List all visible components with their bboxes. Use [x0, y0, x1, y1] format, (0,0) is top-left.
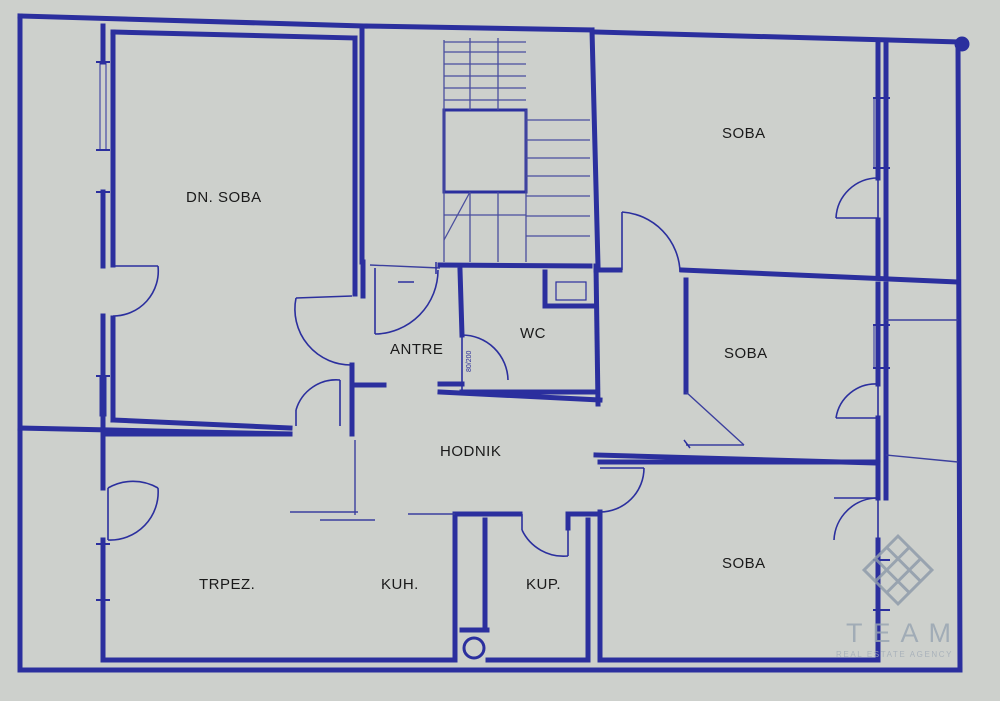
door-dn-soba — [112, 265, 160, 317]
staircase — [442, 38, 590, 262]
room-label-antre: ANTRE — [390, 341, 443, 358]
room-label-hodnik: HODNIK — [440, 443, 501, 460]
room-label-dn-soba: DN. SOBA — [186, 189, 262, 206]
chimney-icon — [462, 636, 486, 660]
room-labels: DN. SOBA SOBA SOBA SOBA ANTRE WC HODNIK … — [186, 125, 768, 593]
door-corridor — [621, 211, 681, 273]
door-dimension-note: 80/200 — [466, 350, 473, 372]
door-dn-soba-bottom — [295, 379, 341, 426]
room-label-trpez: TRPEZ. — [199, 576, 255, 593]
door-antre-left — [294, 295, 353, 366]
door-antre-entry — [374, 268, 439, 335]
door-soba-top — [835, 177, 879, 219]
room-label-wc: WC — [520, 325, 546, 342]
door-soba-bottom-hall — [599, 467, 645, 513]
wc-fixture — [555, 281, 587, 301]
fixtures — [398, 36, 970, 660]
door-wc — [461, 334, 509, 392]
room-label-soba-top: SOBA — [722, 125, 766, 142]
watermark-subtitle: REAL ESTATE AGENCY — [836, 650, 953, 659]
team-watermark: TEAM REAL ESTATE AGENCY — [836, 533, 961, 659]
doors — [107, 177, 879, 558]
corner-post-icon — [954, 36, 970, 52]
door-soba-middle — [835, 383, 879, 419]
room-label-soba-bottom: SOBA — [722, 555, 766, 572]
room-label-kuh: KUH. — [381, 576, 419, 593]
door-kup — [521, 514, 569, 558]
diamond-lattice-logo-icon — [861, 533, 935, 607]
door-soba-bottom — [833, 497, 879, 541]
door-trpez — [107, 480, 159, 541]
thin-lines — [290, 264, 959, 521]
room-label-soba-middle: SOBA — [724, 345, 768, 362]
watermark-name: TEAM — [846, 618, 961, 648]
window-marks — [96, 61, 890, 611]
room-label-kup: KUP. — [526, 576, 561, 593]
